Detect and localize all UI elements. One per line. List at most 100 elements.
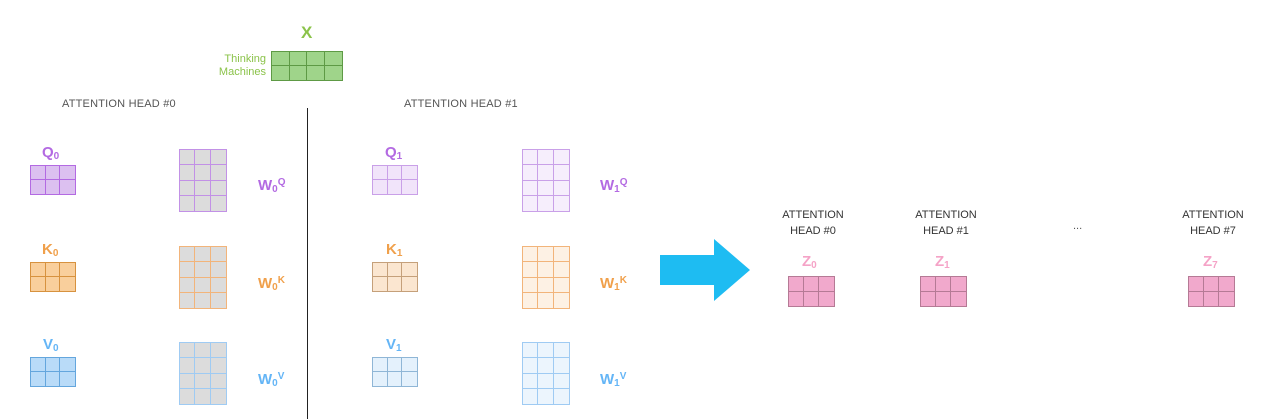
wk0-label: W0K xyxy=(258,275,285,293)
matrix-cell xyxy=(180,343,196,359)
matrix-cell xyxy=(523,165,539,181)
head-divider xyxy=(307,108,308,419)
z1-head-line2: HEAD #1 xyxy=(923,225,969,237)
matrix-cell xyxy=(554,389,569,404)
matrix-cell xyxy=(523,388,539,404)
matrix-cell xyxy=(307,52,325,66)
matrix-cell xyxy=(523,277,539,293)
matrix-cell xyxy=(789,291,804,306)
matrix-cell xyxy=(324,52,342,66)
matrix-cell xyxy=(373,263,388,277)
matrix-cell xyxy=(180,195,196,211)
z0-label: Z0 xyxy=(802,253,817,271)
wq1-matrix xyxy=(522,149,570,212)
matrix-cell xyxy=(195,247,211,263)
matrix-cell xyxy=(180,180,196,196)
q1-matrix xyxy=(372,165,418,195)
matrix-cell xyxy=(31,358,46,372)
matrix-cell xyxy=(553,150,569,166)
matrix-cell xyxy=(60,358,75,372)
matrix-cell xyxy=(211,389,226,404)
matrix-cell xyxy=(951,277,966,292)
matrix-cell xyxy=(272,52,290,66)
matrix-cell xyxy=(46,180,61,194)
matrix-cell xyxy=(402,263,417,277)
k1-matrix xyxy=(372,262,418,292)
matrix-cell xyxy=(180,292,196,308)
matrix-cell xyxy=(195,165,211,181)
matrix-cell xyxy=(180,150,196,166)
matrix-cell xyxy=(307,66,325,80)
matrix-cell xyxy=(31,263,46,277)
v1-label: V1 xyxy=(386,336,402,354)
q1-label: Q1 xyxy=(385,144,403,162)
matrix-cell xyxy=(921,291,936,306)
q0-label: Q0 xyxy=(42,144,60,162)
matrix-cell xyxy=(538,277,554,293)
matrix-cell xyxy=(789,277,804,292)
z1-matrix xyxy=(920,276,967,307)
v0-matrix xyxy=(30,357,76,387)
z1-head-line1: ATTENTION xyxy=(915,209,977,221)
matrix-cell xyxy=(290,66,307,80)
matrix-cell xyxy=(195,343,211,359)
matrix-cell xyxy=(210,343,226,359)
matrix-cell xyxy=(538,373,554,389)
matrix-cell xyxy=(402,277,417,291)
wv1-matrix xyxy=(522,342,570,405)
matrix-cell xyxy=(936,277,951,292)
matrix-cell xyxy=(402,358,417,372)
matrix-cell xyxy=(1204,277,1219,292)
matrix-cell xyxy=(387,358,403,372)
matrix-cell xyxy=(538,358,554,374)
matrix-cell xyxy=(45,358,61,372)
x-matrix xyxy=(271,51,343,81)
matrix-cell xyxy=(921,277,936,292)
z7-matrix xyxy=(1188,276,1235,307)
matrix-cell xyxy=(538,165,554,181)
matrix-cell xyxy=(538,388,554,404)
matrix-cell xyxy=(819,292,834,307)
head-1-title: ATTENTION HEAD #1 xyxy=(404,98,518,110)
matrix-cell xyxy=(180,262,196,278)
matrix-cell xyxy=(45,166,61,180)
matrix-cell xyxy=(553,247,569,263)
matrix-cell xyxy=(523,150,539,166)
matrix-cell xyxy=(1219,277,1234,292)
matrix-cell xyxy=(60,166,75,180)
matrix-cell xyxy=(46,372,61,386)
k0-label: K0 xyxy=(42,241,59,259)
matrix-cell xyxy=(553,181,569,196)
matrix-cell xyxy=(538,180,554,196)
matrix-cell xyxy=(402,166,417,180)
matrix-cell xyxy=(523,195,539,211)
matrix-cell xyxy=(211,293,226,308)
z0-matrix xyxy=(788,276,835,307)
matrix-cell xyxy=(180,358,196,374)
matrix-cell xyxy=(31,277,46,291)
matrix-cell xyxy=(210,374,226,389)
input-word-machines: Machines xyxy=(218,66,266,78)
wk1-matrix xyxy=(522,246,570,309)
z1-head-label: ATTENTION HEAD #1 xyxy=(891,207,1001,239)
matrix-cell xyxy=(523,247,539,263)
matrix-cell xyxy=(387,263,403,277)
matrix-cell xyxy=(60,263,75,277)
matrix-cell xyxy=(402,180,417,194)
matrix-cell xyxy=(195,373,211,389)
matrix-cell xyxy=(388,372,403,386)
matrix-cell xyxy=(210,247,226,263)
matrix-cell xyxy=(180,247,196,263)
wv0-label: W0V xyxy=(258,371,285,389)
matrix-cell xyxy=(60,180,75,194)
matrix-cell xyxy=(195,292,211,308)
wq0-label: W0Q xyxy=(258,177,286,195)
matrix-cell xyxy=(210,165,226,181)
z7-head-label: ATTENTION HEAD #7 xyxy=(1158,207,1268,239)
matrix-cell xyxy=(523,262,539,278)
matrix-cell xyxy=(45,263,61,277)
matrix-cell xyxy=(60,372,75,386)
matrix-cell xyxy=(195,150,211,166)
matrix-cell xyxy=(553,358,569,374)
wv0-matrix xyxy=(179,342,227,405)
